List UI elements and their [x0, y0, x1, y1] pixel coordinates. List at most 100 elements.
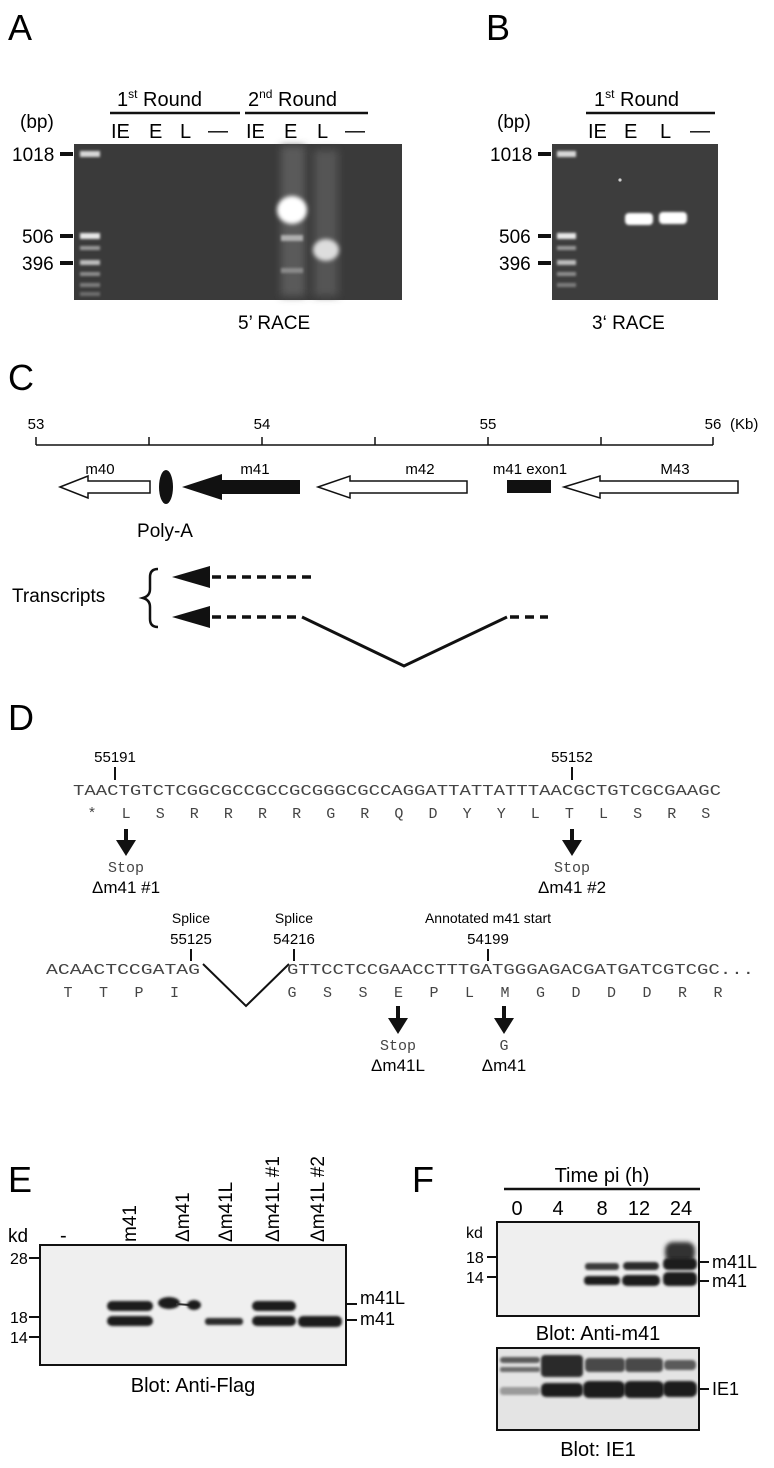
band-e-dm41l2 — [298, 1316, 342, 1327]
lane-label-a-7: L — [317, 121, 328, 143]
transcript-1-head — [172, 566, 210, 588]
round1-label-a: 1st Round — [117, 87, 202, 111]
lane-label-a-2: E — [149, 121, 162, 143]
caption-b: 3‘ RACE — [592, 313, 665, 334]
polya-label: Poly-A — [137, 521, 193, 542]
annotated-start-position: 54199 — [467, 931, 509, 948]
band-f-8h-upper — [585, 1263, 619, 1270]
band-label-f-m41: m41 — [712, 1271, 747, 1291]
marker-b-396: 396 — [499, 254, 531, 275]
bp-unit-a: (bp) — [20, 112, 54, 133]
gene-label-m43: M43 — [660, 461, 689, 478]
band-a-e-3 — [281, 268, 303, 273]
gene-arrow-m40 — [57, 474, 151, 500]
amino-acid: R — [190, 806, 199, 823]
ladder-band — [557, 246, 576, 250]
ladder-band — [557, 233, 576, 239]
panel-a: A (bp) 1st Round 2nd Round IE E L — IE E… — [8, 7, 402, 334]
panel-e: E kd - m41 Δm41 Δm41L Δm41L #1 Δm41L #2 … — [8, 1156, 405, 1397]
amino-acid: D — [642, 985, 651, 1002]
panel-c: C 53 54 55 56 (Kb) m40 m41 m42 m41 exon1… — [8, 357, 758, 668]
band-e-m41-upper — [107, 1301, 153, 1311]
splice-label-1: Splice — [172, 910, 210, 926]
band-ie1-4h-lower — [541, 1383, 583, 1397]
lane-label-a-3: L — [180, 121, 191, 143]
dna-sequence-1: TAACTGTCTCGGCGCCGCCGCGGGCGCCAGGATTATTATT… — [73, 783, 721, 800]
lane-label-a-1: IE — [111, 121, 130, 143]
exon1-box — [507, 480, 551, 493]
amino-acid: R — [667, 806, 676, 823]
amino-acid: Y — [463, 806, 472, 823]
band-ie1-0h-c — [500, 1387, 540, 1395]
time-12: 12 — [628, 1198, 650, 1220]
scale-label-53: 53 — [28, 416, 45, 433]
position-55191: 55191 — [94, 749, 136, 766]
scale-unit: (Kb) — [730, 416, 758, 433]
caption-f-1: Blot: Anti-m41 — [536, 1323, 661, 1345]
gene-label-m41: m41 — [240, 461, 269, 478]
amino-acid: T — [63, 985, 72, 1002]
amino-acid: D — [571, 985, 580, 1002]
ladder-b — [557, 151, 576, 287]
dna-sequence-2b: GTTCCTCCGAACCTTTGATGGGAGACGATGATCGTCGC..… — [287, 962, 754, 979]
marker-a-1018: 1018 — [12, 145, 54, 166]
band-b-l — [659, 212, 687, 224]
splice-label-2: Splice — [275, 910, 313, 926]
mutant-label-3: Δm41L — [371, 1056, 425, 1075]
band-label-e-m41l: m41L — [360, 1288, 405, 1308]
marker-b-1018: 1018 — [490, 145, 532, 166]
panel-letter-e: E — [8, 1159, 32, 1200]
band-f-12h-upper — [623, 1262, 659, 1270]
amino-acid: T — [99, 985, 108, 1002]
amino-acid: M — [500, 985, 509, 1002]
time-4: 4 — [552, 1198, 563, 1220]
amino-acid: L — [531, 806, 540, 823]
lane-label-a-8: — — [345, 120, 365, 142]
marker-f-14: 14 — [466, 1270, 484, 1287]
amino-acid: Q — [394, 806, 403, 823]
round2-label-a: 2nd Round — [248, 87, 337, 111]
band-e-m41-lower — [107, 1316, 153, 1326]
band-e-dm41l1-lower — [252, 1316, 296, 1326]
lane-label-a-6: E — [284, 121, 297, 143]
amino-acid: P — [134, 985, 143, 1002]
amino-acid: R — [360, 806, 369, 823]
lane-label-e-4: Δm41L — [216, 1182, 237, 1242]
band-e-dm41l — [205, 1318, 243, 1325]
amino-acid: T — [565, 806, 574, 823]
smear-a-l — [314, 150, 338, 296]
band-f-8h-lower — [584, 1276, 620, 1285]
marker-a-396: 396 — [22, 254, 54, 275]
lane-label-b-4: — — [690, 120, 710, 142]
band-f-24h-smear — [665, 1242, 695, 1262]
band-label-f-m41l: m41L — [712, 1252, 757, 1272]
sub-label-4: G — [499, 1038, 508, 1055]
amino-acid: R — [224, 806, 233, 823]
gene-label-m42: m42 — [405, 461, 434, 478]
amino-acid: R — [678, 985, 687, 1002]
band-a-e-main — [277, 196, 307, 224]
caption-a: 5’ RACE — [238, 313, 310, 334]
lane-label-a-4: — — [208, 120, 228, 142]
panel-d: D 55191 55152 TAACTGTCTCGGCGCCGCCGCGGGCG… — [8, 697, 754, 1075]
band-ie1-4h-upper — [541, 1355, 583, 1377]
panel-letter-d: D — [8, 697, 34, 738]
amino-acid: I — [170, 985, 179, 1002]
band-f-24h-upper — [663, 1258, 697, 1270]
ladder-band — [557, 260, 576, 265]
band-ie1-12h-lower — [624, 1381, 664, 1398]
stop-label-3: Stop — [380, 1038, 416, 1055]
band-f-12h-lower — [622, 1275, 660, 1286]
lane-label-b-3: L — [660, 121, 671, 143]
marker-e-18: 18 — [10, 1310, 28, 1327]
marker-a-506: 506 — [22, 227, 54, 248]
band-e-dm41-a — [158, 1297, 180, 1309]
panel-b: B (bp) 1st Round IE E L — 1018 506 396 3… — [486, 7, 718, 334]
stop-label-1: Stop — [108, 860, 144, 877]
amino-acid: * — [87, 806, 96, 823]
caption-f-2: Blot: IE1 — [560, 1439, 636, 1461]
dna-sequence-2a: ACAACTCCGATAG — [46, 962, 200, 979]
gene-arrow-m43 — [561, 474, 739, 500]
